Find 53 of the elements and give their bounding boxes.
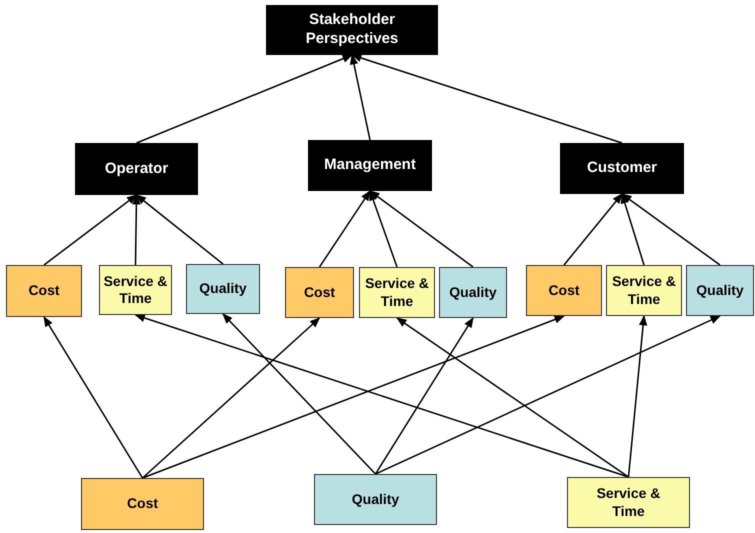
node-label: Cost (548, 282, 580, 300)
arrow (134, 314, 629, 478)
node-label: Stakeholder Perspectives (304, 11, 400, 49)
criterion-box (285, 267, 354, 318)
node-label: Operator (104, 160, 168, 178)
arrow (136, 54, 353, 144)
arrow (375, 315, 721, 475)
node-label: Quality (199, 280, 247, 298)
node-label: Service & Time (611, 273, 677, 308)
arrow (563, 193, 623, 266)
arrow (374, 317, 474, 474)
criterion-box (314, 474, 437, 525)
node-label: Service & Time (364, 275, 430, 310)
criterion-box (526, 265, 602, 316)
criterion-box (81, 478, 204, 530)
criterion-box (359, 267, 435, 318)
arrow (43, 316, 144, 478)
node-label: Service & Time (102, 272, 168, 308)
arrow (620, 193, 645, 266)
criterion-box (567, 477, 690, 528)
perspective-box (308, 140, 432, 191)
node-label: Cost (304, 284, 336, 302)
arrow (222, 313, 376, 475)
criterion-box (186, 264, 260, 314)
node-label: Cost (28, 282, 60, 300)
node-label: Quality (352, 490, 400, 508)
arrow (350, 54, 371, 140)
node-label: Service & Time (596, 485, 662, 520)
arrow (369, 190, 474, 268)
perspective-box (75, 143, 198, 195)
node-label: Management (324, 156, 416, 175)
arrow (136, 194, 224, 265)
node-label: Cost (126, 495, 158, 513)
arrow (44, 194, 138, 266)
criterion-box (686, 265, 754, 316)
criterion-box (6, 265, 82, 317)
perspective-box (266, 5, 438, 55)
arrow (351, 54, 622, 144)
arrow (142, 317, 320, 479)
arrow (318, 190, 371, 268)
node-label: Quality (449, 284, 497, 302)
node-label: Quality (696, 282, 744, 300)
criterion-box (606, 265, 682, 316)
arrow (142, 315, 565, 479)
arrow (396, 317, 629, 478)
perspective-box (560, 143, 684, 194)
arrow (369, 190, 398, 268)
node-label: Customer (586, 159, 657, 178)
arrow (628, 314, 648, 478)
criterion-box (439, 267, 507, 318)
criterion-box (99, 265, 172, 315)
arrow (132, 194, 141, 266)
arrow (621, 193, 720, 266)
